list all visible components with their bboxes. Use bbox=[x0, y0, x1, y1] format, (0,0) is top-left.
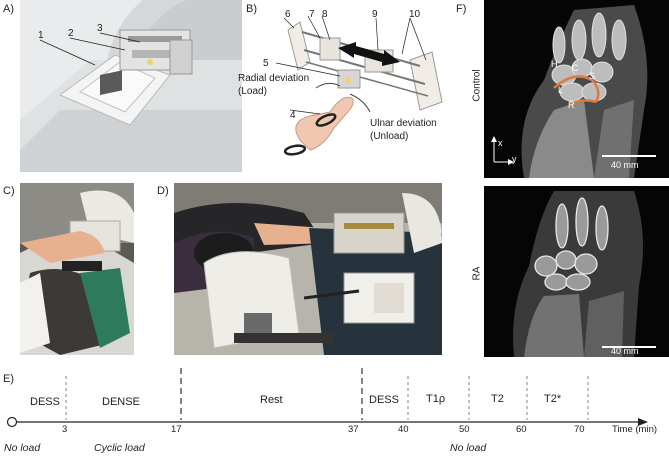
panel-a-callout-2: 2 bbox=[68, 28, 74, 39]
timeline-segment-rest: Rest bbox=[260, 394, 283, 406]
timeline-axis bbox=[6, 368, 648, 428]
panel-b-callout-8: 8 bbox=[322, 9, 328, 20]
control-scale-bar-label: 40 mm bbox=[611, 160, 639, 170]
ulnar-deviation-label: Ulnar deviation (Unload) bbox=[370, 117, 437, 143]
timeline-tick-17: 17 bbox=[171, 424, 182, 435]
panel-a-callout-1: 1 bbox=[38, 30, 44, 41]
timeline-condition-cyclic-load: Cyclic load bbox=[94, 442, 145, 454]
bone-label-l: L bbox=[558, 85, 564, 95]
panel-label-e: E) bbox=[3, 373, 14, 385]
panel-b-callout-4: 4 bbox=[290, 110, 296, 121]
panel-label-b: B) bbox=[246, 3, 257, 15]
timeline-tick-60: 60 bbox=[516, 424, 527, 435]
bone-label-r: R bbox=[568, 100, 575, 110]
axis-label-y: y bbox=[512, 154, 517, 164]
scanner-render-image bbox=[20, 0, 242, 172]
timeline-segment-dess-1: DESS bbox=[30, 396, 60, 408]
ra-row-label: RA bbox=[471, 266, 483, 281]
ra-mri-image bbox=[484, 186, 669, 357]
timeline-segment-dess-2: DESS bbox=[369, 394, 399, 406]
radial-deviation-line1: Radial deviation bbox=[238, 73, 310, 84]
timeline-tick-3: 3 bbox=[62, 424, 68, 435]
panel-label-c: C) bbox=[3, 185, 15, 197]
panel-b-callout-10: 10 bbox=[409, 9, 421, 20]
subject-in-scanner-photo bbox=[174, 183, 442, 355]
bone-label-c: C bbox=[572, 63, 579, 73]
ulnar-deviation-line2: (Unload) bbox=[370, 131, 409, 142]
ra-scale-bar-label: 40 mm bbox=[611, 346, 639, 356]
panel-label-f: F) bbox=[456, 3, 467, 15]
timeline-segment-t2: T2 bbox=[491, 393, 504, 405]
timeline-segment-t1rho: T1ρ bbox=[426, 393, 446, 405]
timeline-tick-70: 70 bbox=[574, 424, 585, 435]
bone-label-s: S bbox=[589, 71, 596, 81]
timeline-segment-dense: DENSE bbox=[102, 396, 140, 408]
panel-label-d: D) bbox=[157, 185, 169, 197]
control-mri-image bbox=[484, 0, 669, 178]
ulnar-deviation-line1: Ulnar deviation bbox=[370, 118, 437, 129]
radial-deviation-label: Radial deviation (Load) bbox=[238, 72, 309, 98]
control-row-label: Control bbox=[471, 69, 483, 102]
timeline-segment-t2star: T2* bbox=[544, 393, 562, 405]
panel-b-callout-9: 9 bbox=[372, 9, 378, 20]
timeline-tick-37: 37 bbox=[348, 424, 359, 435]
bone-label-h: H bbox=[551, 59, 558, 69]
panel-b-callout-6: 6 bbox=[285, 9, 291, 20]
panel-b-callout-7: 7 bbox=[309, 9, 315, 20]
timeline-tick-50: 50 bbox=[459, 424, 470, 435]
timeline-condition-no-load-1: No load bbox=[4, 442, 41, 454]
panel-b-callout-5: 5 bbox=[263, 58, 269, 69]
timeline-condition-no-load-2: No load bbox=[450, 442, 487, 454]
panel-label-a: A) bbox=[3, 3, 14, 15]
radial-deviation-line2: (Load) bbox=[238, 86, 267, 97]
panel-a-callout-3: 3 bbox=[97, 23, 103, 34]
timeline-axis-label: Time (min) bbox=[612, 424, 658, 435]
timeline-tick-40: 40 bbox=[398, 424, 409, 435]
loading-device-diagram bbox=[260, 10, 450, 170]
axis-label-x: x bbox=[498, 138, 503, 148]
wrist-in-coil-photo bbox=[20, 183, 134, 355]
